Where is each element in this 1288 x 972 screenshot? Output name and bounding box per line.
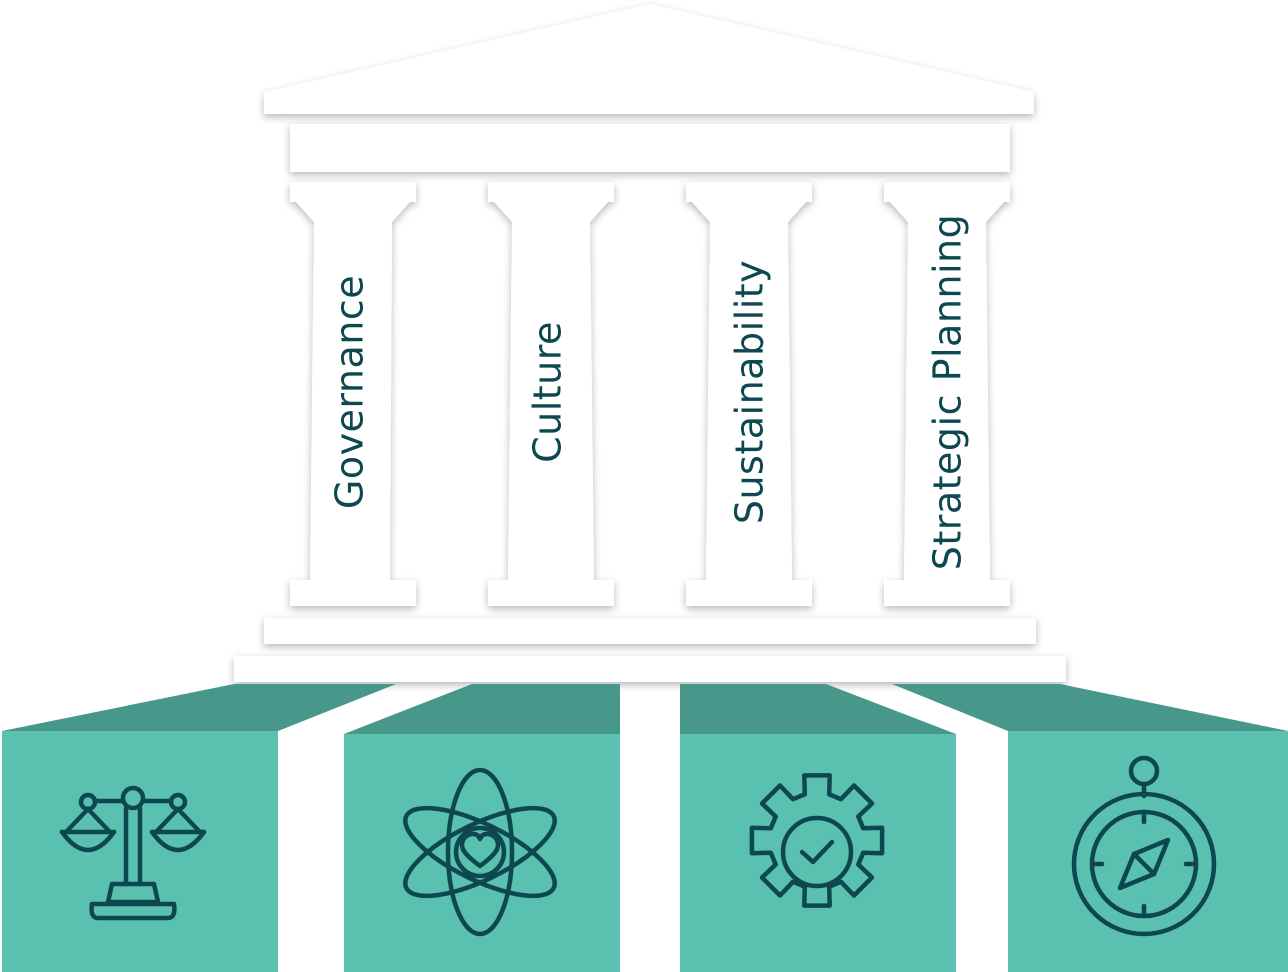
temple-base (234, 656, 1066, 682)
column-governance (290, 182, 416, 606)
pillar-labels: Governance Culture Sustainability Strate… (328, 214, 970, 571)
pillar-label-governance: Governance (328, 275, 372, 509)
tile-tops (2, 684, 1288, 734)
tile-top-strategic-planning (892, 684, 1288, 731)
column-sustainability (686, 182, 812, 606)
temple (234, 4, 1066, 682)
tile-top-governance (2, 684, 396, 731)
column-strategic-planning (884, 182, 1010, 606)
temple-roof (264, 4, 1034, 114)
tile-sustainability (680, 734, 956, 972)
scales-icon (59, 785, 207, 921)
temple-entablature (290, 124, 1010, 172)
temple-stylobate (264, 618, 1036, 644)
pillar-label-strategic-planning: Strategic Planning (926, 214, 970, 571)
pillar-label-culture: Culture (526, 321, 570, 463)
compass-icon (1071, 755, 1217, 937)
tile-top-sustainability (680, 684, 956, 734)
tile-top-culture (344, 684, 620, 734)
column-culture (488, 182, 614, 606)
atom-heart-icon (403, 767, 557, 937)
gear-check-icon (749, 773, 885, 908)
pillar-label-sustainability: Sustainability (728, 260, 772, 524)
